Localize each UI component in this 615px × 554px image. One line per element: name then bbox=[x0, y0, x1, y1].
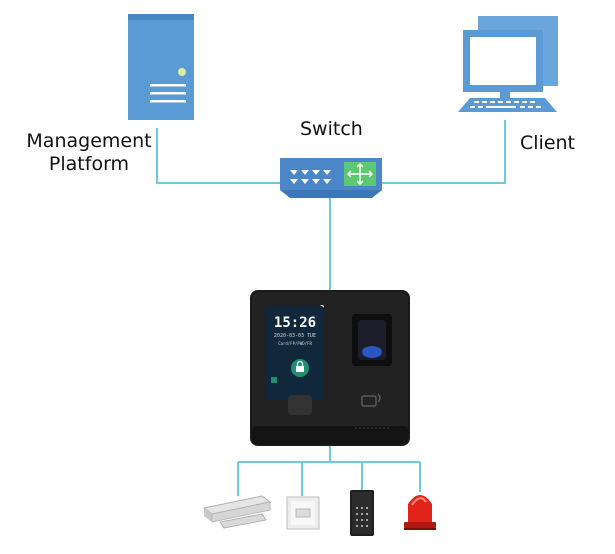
access-terminal-icon bbox=[250, 290, 410, 446]
client-label: Client bbox=[520, 132, 576, 154]
terminal-time: 15:26 bbox=[273, 315, 317, 331]
terminal-button bbox=[288, 395, 312, 415]
terminal-info: Card/FP/PWD/FR bbox=[278, 341, 312, 346]
magnetic-lock-icon bbox=[202, 495, 272, 529]
switch-label: Switch bbox=[300, 118, 363, 140]
connection-lines bbox=[156, 120, 506, 496]
switch-icon bbox=[280, 158, 382, 198]
alarm-siren-icon bbox=[404, 495, 436, 530]
management-platform-label-line2: Platform bbox=[48, 153, 130, 175]
exit-button-icon bbox=[286, 496, 320, 530]
management-platform-label: Management Platform bbox=[14, 130, 164, 176]
server-icon bbox=[128, 14, 194, 120]
terminal-date: 2020-03-03 TUE bbox=[273, 333, 317, 339]
line-server-switch bbox=[156, 128, 280, 184]
computer-icon bbox=[458, 16, 558, 112]
management-platform-label-line1: Management bbox=[26, 130, 152, 152]
keypad-reader-icon bbox=[350, 490, 374, 536]
line-client-switch bbox=[382, 120, 506, 184]
